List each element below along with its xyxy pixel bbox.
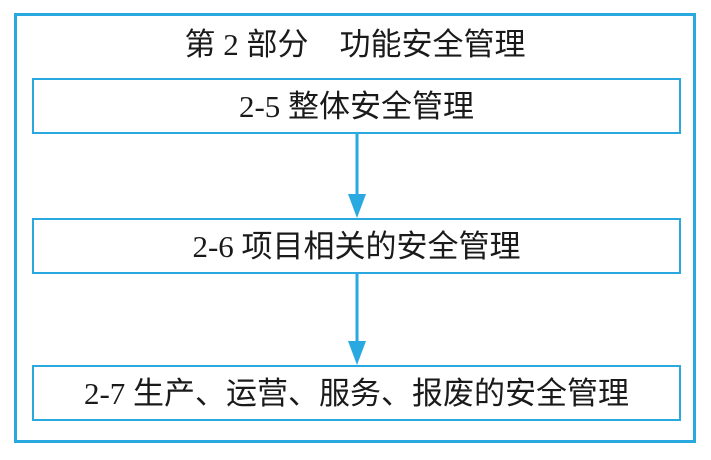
arrow-down-icon [348, 134, 366, 218]
diagram-frame: 第 2 部分 功能安全管理 2-5 整体安全管理 2-6 项目相关的安全管理 2… [14, 13, 696, 443]
diagram-title: 第 2 部分 功能安全管理 [184, 27, 526, 62]
flow-box-label: 2-5 整体安全管理 [238, 88, 475, 124]
flow-box-overall-safety: 2-5 整体安全管理 [32, 78, 681, 134]
flow-box-project-safety: 2-6 项目相关的安全管理 [32, 218, 681, 274]
flow-box-label: 2-6 项目相关的安全管理 [192, 228, 521, 264]
flow-box-label: 2-7 生产、运营、服务、报废的安全管理 [83, 375, 630, 411]
arrow-down-icon [348, 274, 366, 365]
flow-box-production-safety: 2-7 生产、运营、服务、报废的安全管理 [32, 365, 681, 421]
